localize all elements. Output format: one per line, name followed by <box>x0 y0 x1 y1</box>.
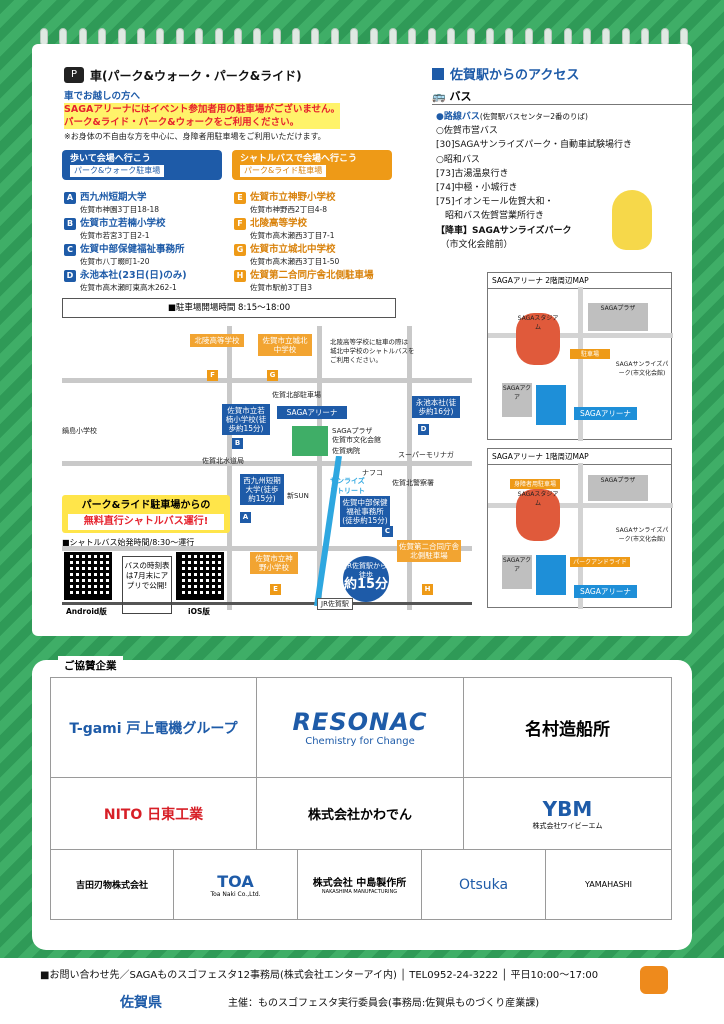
parking-hours: ■駐車場開場時間 8:15～18:00 <box>62 298 396 318</box>
parking-icon: P <box>64 67 84 83</box>
qr-android-label: Android版 <box>66 607 107 616</box>
map-nagaike: 永池本社(徒歩約16分) <box>412 396 460 418</box>
map-plaza: SAGAプラザ <box>332 427 373 435</box>
area-map: 北陵高等学校 佐賀市立城北中学校 北陵高等学校に駐車の際は 城北中学校のシャトル… <box>62 326 472 610</box>
map-arena-block <box>292 426 328 456</box>
minimap-floor1: SAGAアリーナ 1階周辺MAP SAGAスタジアム SAGAプラザ SAGAア… <box>487 448 673 609</box>
sponsor-grid: T-gami 戸上電機グループ RESONAC Chemistry for Ch… <box>50 677 672 920</box>
map-police: 佐賀北警察署 <box>392 479 434 487</box>
map-legend-2: 城北中学校のシャトルバスを <box>330 347 415 355</box>
map-hospital: 佐賀病院 <box>332 447 360 455</box>
sponsor-namura: 名村造船所 <box>464 678 672 777</box>
mascot-icon <box>612 190 652 250</box>
map-nafco: ナフコ <box>362 469 383 477</box>
car-notice: 車でお越しの方へ SAGAアリーナにはイベント参加者用の駐車場がございません。 … <box>64 91 341 141</box>
qr-android[interactable] <box>64 552 112 600</box>
minimap-floor2: SAGAアリーナ 2階周辺MAP SAGAスタジアム SAGAプラザ SAGAア… <box>487 272 673 441</box>
access-title: 佐賀駅からのアクセス <box>432 64 579 83</box>
shuttle-banner: パーク&ライド駐車場からの 無料直行シャトルバス運行! <box>62 495 230 533</box>
pin-c: C <box>382 526 393 537</box>
map-sun: 新SUN <box>287 492 309 500</box>
pin-b: B <box>232 438 243 449</box>
shuttle-start-time: ■シャトルバス始発時間/8:30～運行 <box>62 538 195 547</box>
pin-a: A <box>240 512 251 523</box>
pin-g: G <box>267 370 278 381</box>
map-sunrise: サンライズストリート <box>330 477 365 495</box>
map-legend-1: 北陵高等学校に駐車の際は <box>330 338 408 346</box>
bus-icon: 🚌 <box>432 90 450 103</box>
map-kita-park: 佐賀北部駐車場 <box>272 391 321 399</box>
qr-ios-label: iOS版 <box>188 607 210 616</box>
sponsor-yamahashi: YAMAHASHI <box>546 850 672 919</box>
sponsor-yoshida: 吉田刃物株式会社 <box>50 850 174 919</box>
sponsor-nakashima: 株式会社 中島製作所 NAKASHIMA MANUFACTURING <box>298 850 422 919</box>
park-ride-header: シャトルバスで会場へ行こう パーク&ライド駐車場 <box>232 150 392 180</box>
map-shinno: 佐賀市立神野小学校 <box>250 552 298 574</box>
map-nishikyushu: 西九州短期大学(徒歩約15分) <box>240 474 284 505</box>
bus-route-list: ●路線バス(佐賀駅バスセンター2番のりば) ○佐賀市営バス [30]SAGAサン… <box>436 112 633 250</box>
qr-ios[interactable] <box>176 552 224 600</box>
footer-contact: ■お問い合わせ先／SAGAものスゴフェスタ12事務局(株式会社エンターアイ内) … <box>40 970 599 981</box>
walk-time-badge: JR佐賀駅から徒歩約15分 <box>343 556 389 602</box>
sponsor-ybm: YBM 株式会社ワイビーエム <box>464 778 672 849</box>
sponsor-title: ご協賛企業 <box>58 656 123 675</box>
map-bunka: 佐賀市文化会館 <box>332 436 381 444</box>
sponsor-nitto: NITO 日東工業 <box>50 778 257 849</box>
pin-d: D <box>418 424 429 435</box>
map-legend-3: ご利用ください。 <box>330 356 382 364</box>
sponsor-card <box>32 660 692 950</box>
map-arena-label: SAGAアリーナ <box>277 406 347 419</box>
sponsor-togami: T-gami 戸上電機グループ <box>50 678 257 777</box>
sponsor-toa: TOA Toa Naki Co.,Ltd. <box>174 850 298 919</box>
map-daini: 佐賀第二合同庁舎北側駐車場 <box>397 540 461 562</box>
car-section-title: 車(パーク&ウォーク・パーク&ライド) <box>90 69 302 83</box>
pin-h: H <box>422 584 433 595</box>
event-logo-icon <box>640 966 668 994</box>
footer-organizer: 主催：ものスゴフェスタ実行委員会(事務局:佐賀県ものづくり産業課) <box>228 998 540 1009</box>
map-kitaryo: 北陵高等学校 <box>190 334 244 347</box>
map-super: スーパーモリナガ <box>398 451 454 459</box>
pin-f: F <box>207 370 218 381</box>
bus-timetable-note: バスの時刻表は7月末にアプリで公開! <box>122 556 172 614</box>
map-nabeshima: 鍋島小学校 <box>62 427 97 435</box>
map-wakakusu: 佐賀市立若楠小学校(徒歩約15分) <box>222 404 270 435</box>
map-mizugae: 佐賀北水道局 <box>202 457 244 465</box>
bus-heading: 🚌 バス <box>432 88 692 105</box>
map-station: JR佐賀駅 <box>317 598 353 610</box>
pin-e: E <box>270 584 281 595</box>
sunrise-street-arrow <box>314 456 342 606</box>
sponsor-otsuka: Otsuka <box>422 850 546 919</box>
map-johoku: 佐賀市立城北中学校 <box>258 334 312 356</box>
sponsor-kawaden: 株式会社かわでん <box>257 778 464 849</box>
map-chubu: 佐賀中部保健福祉事務所(徒歩約15分) <box>340 496 390 527</box>
sponsor-resonac: RESONAC Chemistry for Change <box>257 678 464 777</box>
park-walk-header: 歩いて会場へ行こう パーク&ウォーク駐車場 <box>62 150 222 180</box>
footer: ■お問い合わせ先／SAGAものスゴフェスタ12事務局(株式会社エンターアイ内) … <box>0 958 724 1024</box>
footer-pref: 佐賀県 <box>120 995 162 1011</box>
